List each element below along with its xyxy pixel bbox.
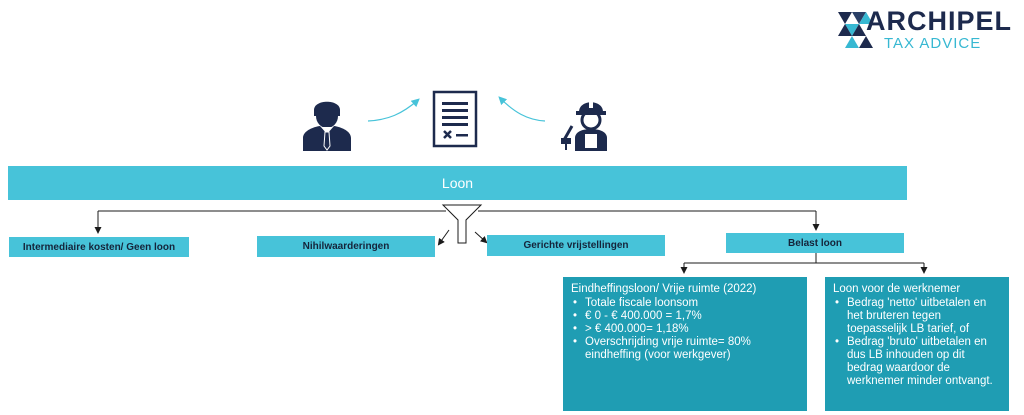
list-item: Bedrag 'netto' uitbetalen en het brutere… [833,297,1001,336]
loon-label: Loon [441,175,474,191]
eindheffingsloon-panel: Eindheffingsloon/ Vrije ruimte (2022) To… [563,277,807,411]
list-item: Totale fiscale loonsom [571,297,799,310]
list-item: Bedrag 'bruto' uitbetalen en dus LB inho… [833,336,1001,388]
logo-brand: ARCHIPEL [866,6,1013,36]
list-item: > € 400.000= 1,18% [571,323,799,336]
panel-title: Eindheffingsloon/ Vrije ruimte (2022) [571,283,757,295]
category-label: Nihilwaarderingen [302,241,390,252]
category-nihilwaarderingen: Nihilwaarderingen [257,236,435,257]
employer-icon [303,101,351,151]
category-intermediaire: Intermediaire kosten/ Geen loon [9,237,189,257]
panel-list: Bedrag 'netto' uitbetalen en het brutere… [833,297,1001,388]
category-label: Intermediaire kosten/ Geen loon [22,241,176,253]
list-item: € 0 - € 400.000 = 1,7% [571,310,799,323]
category-belast-loon: Belast loon [726,233,904,253]
archipel-logo-icon [838,12,873,48]
worker-icon [561,100,607,151]
panel-list: Totale fiscale loonsom € 0 - € 400.000 =… [571,297,799,362]
list-item: Overschrijding vrije ruimte= 80% eindhef… [571,336,799,362]
category-label: Belast loon [788,237,842,249]
loon-werknemer-panel: Loon voor de werknemer Bedrag 'netto' ui… [825,277,1009,411]
logo-tagline: TAX ADVICE [884,35,982,52]
document-icon [432,90,478,148]
loon-bar: Loon [8,166,907,200]
category-gerichte-vrijstellingen: Gerichte vrijstellingen [487,235,665,256]
category-label: Gerichte vrijstellingen [523,240,629,251]
panel-title: Loon voor de werknemer [833,283,961,295]
